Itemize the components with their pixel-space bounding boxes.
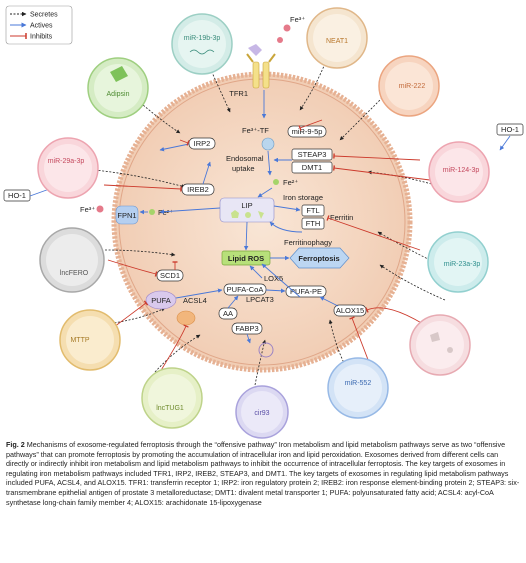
ho1-right-label: HO-1 — [501, 125, 519, 134]
exosome-mir552-label: miR-552 — [345, 380, 372, 387]
legend: Secretes Actives Inhibits — [5, 5, 73, 45]
iron-ion-icon — [283, 24, 291, 32]
fe2-b-label: Fe²⁺ — [158, 208, 173, 217]
exosome-lnctug1: lncTUG1 — [141, 367, 203, 429]
ireb2-label: IREB2 — [187, 185, 209, 194]
exosome-lnctug1-label: lncTUG1 — [156, 405, 184, 412]
fabp3-label: FABP3 — [235, 324, 258, 333]
acsl4-label: ACSL4 — [183, 296, 207, 305]
scd1-label: SCD1 — [160, 271, 180, 280]
steap3-label: STEAP3 — [298, 150, 327, 159]
fe2-a-label: Fe²⁺ — [283, 178, 298, 187]
fe3-top-label: Fe³⁺ — [290, 15, 305, 24]
exosome-mir29a3p: miR-29a-3p — [37, 137, 99, 199]
ferritin-label: Ferritin — [330, 213, 353, 222]
exosome-mir29a3p-label: miR-29a-3p — [48, 158, 85, 165]
endosomal-label: Endosomal — [226, 154, 264, 163]
legend-actives: Actives — [30, 23, 53, 30]
tfr1-receptor — [246, 24, 291, 89]
tfr1-label: TFR1 — [229, 89, 248, 98]
iron-pathway: miR-9-5p IRP2 Fe³⁺-TF Endosomal uptake S… — [3, 123, 524, 247]
exosome-mir1243p-label: miR-124-3p — [443, 167, 480, 174]
pufa-pe-label: PUFA-PE — [290, 287, 322, 296]
figure-caption: Fig. 2 Mechanisms of exosome-regulated f… — [6, 440, 520, 507]
exosome-neat1: NEAT1 — [306, 7, 368, 69]
exosome-cir93: cir93 — [235, 385, 289, 439]
figure-number: Fig. 2 — [6, 440, 25, 449]
lipid-ros-label: Lipid ROS — [228, 254, 264, 263]
alox15-label: ALOX15 — [336, 306, 364, 315]
exosome-mttp: MTTP — [59, 309, 121, 371]
ftl-label: FTL — [306, 206, 319, 215]
aa-label: AA — [223, 309, 233, 318]
ferritinophagy-label: Ferritinophagy — [284, 238, 332, 247]
exosome-unlabeled-pink — [409, 314, 471, 376]
figure-panel: Secretes Actives Inhibits Fe³⁺ TFR1 — [3, 5, 524, 439]
ho1-left-label: HO-1 — [8, 191, 26, 200]
exosome-cir93-label: cir93 — [254, 410, 269, 417]
exosome-mir552: miR-552 — [327, 357, 389, 419]
pufa-coa-label: PUFA-CoA — [227, 285, 264, 294]
legend-secretes: Secretes — [30, 12, 58, 19]
legend-inhibits: Inhibits — [30, 34, 53, 41]
exosome-adipsin: Adipsin — [87, 57, 149, 119]
fe3-tf-label: Fe³⁺-TF — [242, 126, 269, 135]
exosome-mir19b3p-label: miR-19b-3p — [184, 35, 221, 42]
ros-pathway: Lipid ROS Ferroptosis SCD1 LOX5 PUFA-CoA… — [145, 247, 367, 358]
uptake-label: uptake — [232, 164, 255, 173]
lip-label: LIP — [241, 201, 252, 210]
irp2-label: IRP2 — [194, 139, 211, 148]
exosome-mir222-label: miR-222 — [399, 83, 426, 90]
exosome-neat1-label: NEAT1 — [326, 38, 348, 45]
dmt1-label: DMT1 — [302, 163, 322, 172]
mir95p-label: miR-9-5p — [292, 127, 323, 136]
exosome-mir222: miR-222 — [378, 55, 440, 117]
pufa-label: PUFA — [151, 296, 171, 305]
fpn1-label: FPN1 — [117, 211, 136, 220]
exosome-mir19b3p: miR-19b-3p — [171, 13, 233, 75]
exosome-mir23a3p-label: miR-23a-3p — [444, 261, 481, 268]
fe3-left-label: Fe³⁺ — [80, 205, 95, 214]
exosome-mir1243p: miR-124-3p — [428, 141, 490, 203]
lox5-label: LOX5 — [264, 274, 283, 283]
exosome-lncfero-label: lncFERO — [60, 270, 89, 277]
ferroptosis-label: Ferroptosis — [298, 254, 339, 263]
iron-storage-label: Iron storage — [283, 193, 323, 202]
caption-text: Mechanisms of exosome-regulated ferropto… — [6, 440, 520, 507]
exosome-mir23a3p: miR-23a-3p — [427, 231, 489, 293]
exosome-mttp-label: MTTP — [70, 337, 89, 344]
lpcat3-label: LPCAT3 — [246, 295, 274, 304]
fth-label: FTH — [306, 219, 321, 228]
exosome-adipsin-label: Adipsin — [107, 91, 130, 98]
exosome-lncfero: lncFERO — [39, 227, 105, 293]
